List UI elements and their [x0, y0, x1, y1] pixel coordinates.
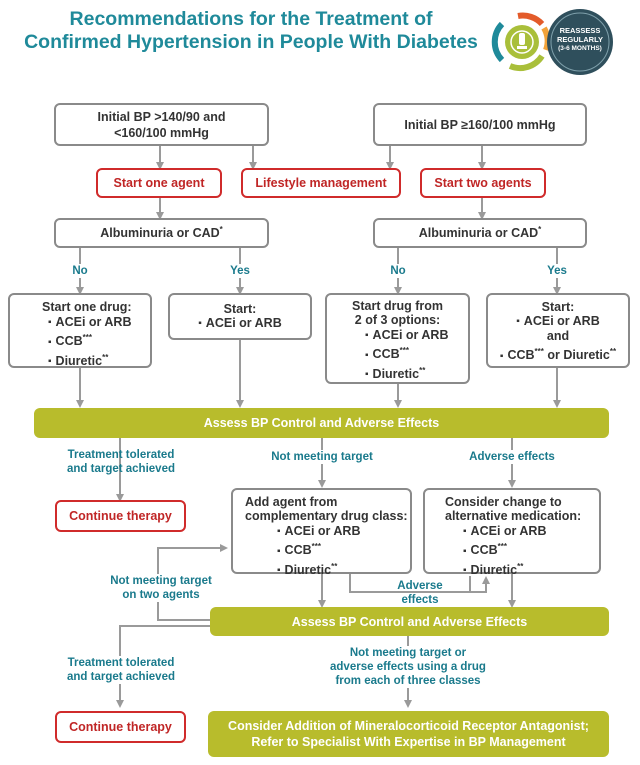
adverse-effects-label: Adverse effects: [452, 450, 572, 464]
consider-change-box: Consider change to alternative medicatio…: [423, 488, 601, 577]
albuminuria-left-label: Albuminuria or CAD: [100, 226, 220, 241]
start-one-drug-options: ACEi or ARB CCB*** Diuretic**: [48, 315, 150, 369]
start-combo-options: ACEi or ARB: [488, 314, 628, 329]
lifestyle-management-label: Lifestyle management: [255, 176, 387, 190]
start-one-agent-box: Start one agent: [96, 168, 222, 198]
consider-heading-1: Consider change to: [445, 495, 562, 509]
consider-heading-2: alternative medication:: [445, 509, 582, 523]
option-acei: ACEi or ARB: [48, 315, 150, 330]
option-ccb: CCB***: [365, 343, 468, 362]
add-agent-heading-1: Add agent from: [245, 495, 338, 509]
start-two-agents-box: Start two agents: [420, 168, 546, 198]
reassess-badge: REASSESS REGULARLY (3-6 MONTHS): [551, 26, 609, 53]
start-two-of-three-options: ACEi or ARB CCB*** Diuretic**: [365, 328, 468, 382]
consider-options: ACEi or ARB CCB*** Diuretic**: [463, 524, 599, 578]
start-acei-box: Start: ACEi or ARB: [168, 293, 312, 340]
initial-bp-moderate-line-1: Initial BP >140/90 and: [97, 109, 226, 124]
branch-no-right: No: [378, 264, 418, 278]
option-ccb: CCB***: [48, 330, 150, 349]
albuminuria-cad-left-box: Albuminuria or CAD*: [54, 218, 269, 248]
albuminuria-cad-right-box: Albuminuria or CAD*: [373, 218, 587, 248]
start-combo-and: and: [546, 329, 570, 344]
continue-therapy-label-1: Continue therapy: [69, 509, 172, 523]
mra-referral-box: Consider Addition of Mineralocorticoid R…: [208, 711, 609, 757]
assess-bp-label-1: Assess BP Control and Adverse Effects: [203, 416, 440, 430]
mra-referral-line-1: Consider Addition of Mineralocorticoid R…: [228, 719, 589, 733]
start-combo-options-2: CCB*** or Diuretic**: [488, 344, 628, 363]
option-acei: ACEi or ARB: [365, 328, 468, 343]
start-two-of-three-heading-1: Start drug from: [352, 299, 443, 313]
lifestyle-management-box: Lifestyle management: [241, 168, 401, 198]
branch-yes-right: Yes: [537, 264, 577, 278]
branch-yes-left: Yes: [220, 264, 260, 278]
option-ccb: CCB***: [277, 539, 410, 558]
continue-therapy-label-2: Continue therapy: [69, 720, 172, 734]
start-two-of-three-box: Start drug from 2 of 3 options: ACEi or …: [325, 293, 470, 384]
not-meeting-target-label: Not meeting target: [254, 450, 390, 464]
page-title: Recommendations for the Treatment of Con…: [20, 8, 482, 54]
option-acei: ACEi or ARB: [277, 524, 410, 539]
initial-bp-moderate-line-2: <160/100 mmHg: [114, 125, 209, 140]
start-two-of-three-heading-2: 2 of 3 options:: [354, 313, 441, 327]
badge-line-3: (3-6 MONTHS): [558, 45, 602, 52]
albuminuria-right-mark: *: [538, 225, 542, 235]
albuminuria-right-label: Albuminuria or CAD: [418, 226, 539, 241]
initial-bp-high-label: Initial BP ≥160/100 mmHg: [404, 117, 556, 132]
continue-therapy-box-1: Continue therapy: [55, 500, 186, 532]
reassess-cycle-icon: [491, 9, 613, 75]
option-ccb: CCB***: [463, 539, 599, 558]
start-combo-heading: Start:: [541, 300, 575, 314]
start-one-drug-box: Start one drug: ACEi or ARB CCB*** Diure…: [8, 293, 152, 368]
start-two-agents-label: Start two agents: [434, 176, 532, 190]
albuminuria-left-mark: *: [219, 225, 223, 235]
initial-bp-moderate-box: Initial BP >140/90 and <160/100 mmHg: [54, 103, 269, 146]
branch-no-left: No: [60, 264, 100, 278]
mra-referral-line-2: Refer to Specialist With Expertise in BP…: [251, 735, 566, 749]
assess-bp-bar-2: Assess BP Control and Adverse Effects: [210, 607, 609, 636]
start-acei-and-ccb-box: Start: ACEi or ARB and CCB*** or Diureti…: [486, 293, 630, 368]
add-agent-box: Add agent from complementary drug class:…: [231, 488, 412, 577]
add-agent-options: ACEi or ARB CCB*** Diuretic**: [277, 524, 410, 578]
add-agent-heading-2: complementary drug class:: [245, 509, 408, 523]
initial-bp-high-box: Initial BP ≥160/100 mmHg: [373, 103, 587, 146]
assess-bp-label-2: Assess BP Control and Adverse Effects: [291, 614, 528, 629]
badge-line-1: REASSESS: [559, 26, 601, 35]
continue-therapy-box-2: Continue therapy: [55, 711, 186, 743]
start-one-drug-heading: Start one drug:: [42, 300, 132, 314]
option-acei: ACEi or ARB: [488, 314, 628, 329]
option-diuretic: Diuretic**: [365, 363, 468, 382]
option-ccb-or-diuretic: CCB*** or Diuretic**: [488, 344, 628, 363]
assess-bp-bar-1: Assess BP Control and Adverse Effects: [34, 408, 609, 438]
start-one-agent-label: Start one agent: [113, 176, 205, 190]
option-diuretic: Diuretic**: [463, 559, 599, 578]
option-acei: ACEi or ARB: [463, 524, 599, 539]
option-acei: ACEi or ARB: [170, 316, 310, 331]
badge-line-2: REGULARLY: [557, 35, 603, 44]
option-diuretic: Diuretic**: [48, 350, 150, 369]
option-diuretic: Diuretic**: [277, 559, 410, 578]
title-line-1: Recommendations for the Treatment of: [69, 8, 433, 30]
start-acei-options: ACEi or ARB: [170, 316, 310, 331]
start-acei-heading: Start:: [223, 302, 257, 316]
title-line-2: Confirmed Hypertension in People With Di…: [24, 31, 478, 53]
